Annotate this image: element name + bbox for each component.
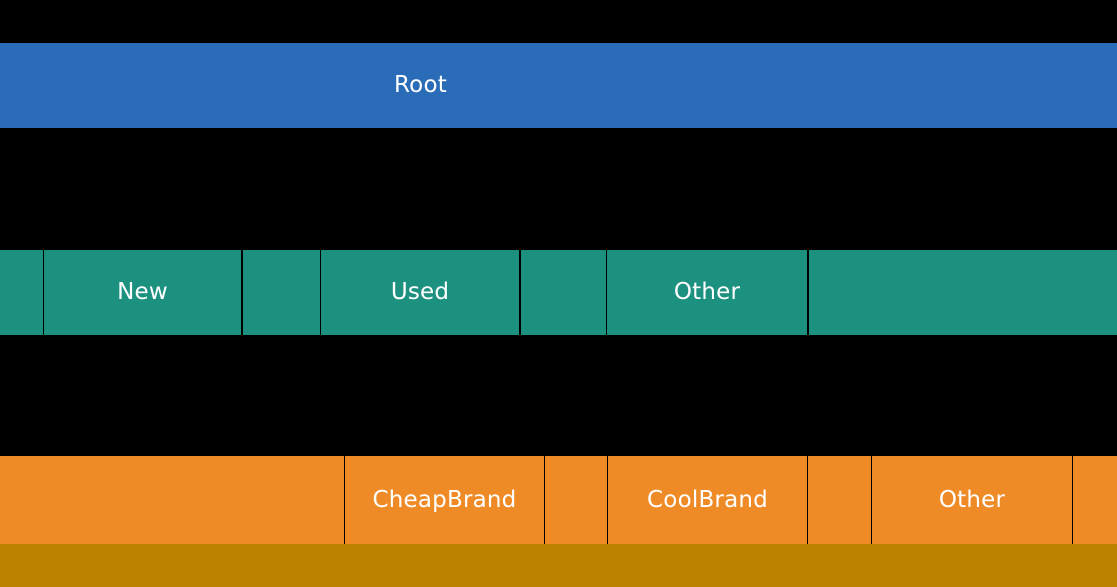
chart-node-new[interactable]: New xyxy=(44,250,241,335)
chart-level-leaf-level xyxy=(0,544,1117,587)
chart-node-segment[interactable] xyxy=(808,456,871,544)
chart-node-label: Other xyxy=(938,486,1006,513)
chart-node-root[interactable]: Root xyxy=(320,43,521,128)
chart-level-root-level: Root Root Root xyxy=(0,43,1117,128)
chart-node-segment[interactable] xyxy=(243,250,320,335)
chart-node-segment[interactable]: Root xyxy=(521,43,1117,128)
chart-node-other[interactable]: Other xyxy=(872,456,1072,544)
chart-node-segment[interactable]: Root xyxy=(0,43,320,128)
chart-node-label: Used xyxy=(390,279,450,305)
chart-node-label: New xyxy=(117,279,168,305)
chart-level-condition-level: New Used Other xyxy=(0,250,1117,335)
chart-node-used[interactable]: Used xyxy=(321,250,519,335)
chart-node-segment[interactable] xyxy=(1073,456,1117,544)
chart-node-label: CoolBrand xyxy=(647,486,768,513)
chart-node-segment[interactable] xyxy=(521,250,606,335)
chart-node-segment[interactable] xyxy=(0,544,1117,587)
chart-node-label: Root xyxy=(394,72,447,98)
chart-node-label: CheapBrand xyxy=(372,486,517,513)
chart-node-cheapbrand[interactable]: CheapBrand xyxy=(345,456,544,544)
chart-node-label: Other xyxy=(673,279,741,305)
chart-node-segment[interactable] xyxy=(809,250,1117,335)
chart-node-segment[interactable] xyxy=(0,456,344,544)
chart-node-segment[interactable] xyxy=(0,250,43,335)
chart-node-segment[interactable] xyxy=(545,456,607,544)
chart-level-brand-level: CheapBrand CoolBrand Other xyxy=(0,456,1117,544)
chart-node-other[interactable]: Other xyxy=(607,250,807,335)
chart-node-coolbrand[interactable]: CoolBrand xyxy=(608,456,807,544)
